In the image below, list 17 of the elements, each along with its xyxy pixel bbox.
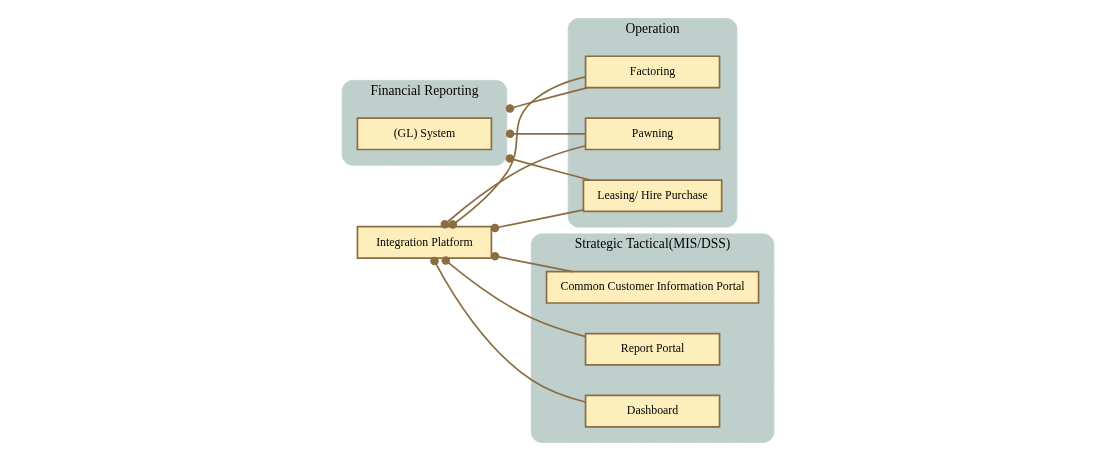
node-box: (GL) System bbox=[356, 117, 492, 151]
connector bbox=[440, 144, 586, 229]
node-box: Leasing/ Hire Purchase bbox=[582, 179, 722, 213]
connector bbox=[448, 75, 586, 229]
connector bbox=[490, 208, 584, 233]
node-box: Integration Platform bbox=[356, 225, 492, 259]
connector bbox=[490, 251, 573, 273]
node-box: Dashboard bbox=[584, 394, 720, 428]
connector bbox=[505, 154, 591, 181]
node-box: Common Customer Information Portal bbox=[545, 270, 759, 304]
connector bbox=[429, 256, 586, 403]
node-box: Pawning bbox=[584, 117, 720, 151]
node-box: Factoring bbox=[584, 55, 720, 89]
connector bbox=[441, 256, 586, 338]
connector bbox=[505, 129, 586, 139]
connector bbox=[505, 86, 589, 113]
node-box: Report Portal bbox=[584, 332, 720, 366]
